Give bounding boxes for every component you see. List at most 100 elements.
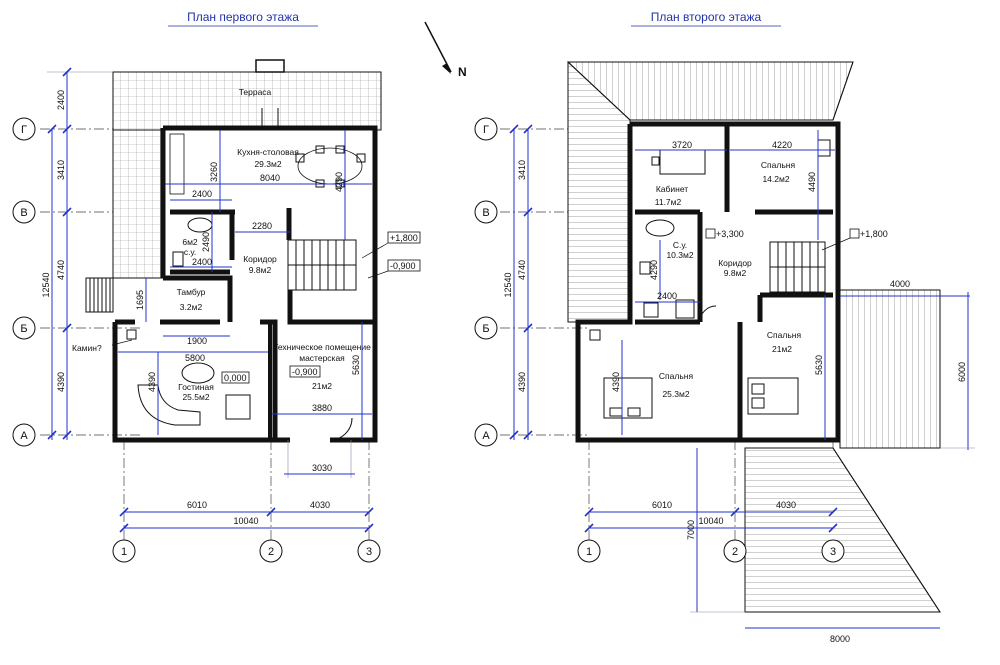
level-mark: 0,000 (221, 371, 250, 384)
corridor2-label: Коридор (718, 258, 752, 268)
svg-text:3880: 3880 (312, 403, 332, 413)
floor2-title: План второго этажа (631, 10, 781, 27)
svg-text:План второго этажа: План второго этажа (651, 10, 762, 24)
axis-marker: Г (12, 117, 36, 141)
vestibule-area: 3.2м2 (180, 302, 203, 312)
svg-text:А: А (482, 430, 490, 442)
svg-text:4740: 4740 (517, 260, 527, 280)
axis-marker: 1 (112, 539, 136, 563)
bedroom2-label: Спальня (767, 330, 802, 340)
axis-marker: А (12, 423, 36, 447)
axis-marker: В (12, 200, 36, 224)
axis-marker: Б (12, 316, 36, 340)
svg-text:Г: Г (483, 124, 489, 136)
svg-text:6000: 6000 (957, 362, 967, 382)
svg-text:3720: 3720 (672, 140, 692, 150)
tech-label: Техническое помещение (273, 342, 371, 352)
bedroom2-area: 21м2 (772, 344, 792, 354)
svg-text:4290: 4290 (649, 260, 659, 280)
living-area: 25.5м2 (182, 392, 209, 402)
svg-text:8000: 8000 (830, 634, 850, 644)
svg-text:12540: 12540 (41, 272, 51, 297)
svg-text:3260: 3260 (209, 162, 219, 182)
svg-text:4030: 4030 (776, 500, 796, 510)
svg-text:0,000: 0,000 (224, 373, 247, 383)
svg-text:6010: 6010 (187, 500, 207, 510)
svg-text:-0,900: -0,900 (292, 367, 318, 377)
svg-text:+3,300: +3,300 (716, 229, 744, 239)
axis-marker: 2 (723, 539, 747, 563)
svg-text:2490: 2490 (201, 232, 211, 252)
bedroom1-area: 14.2м2 (762, 174, 789, 184)
svg-text:7000: 7000 (686, 520, 696, 540)
svg-text:3410: 3410 (517, 160, 527, 180)
level-mark: +1,800 (821, 228, 888, 251)
svg-text:3410: 3410 (56, 160, 66, 180)
svg-text:4390: 4390 (147, 372, 157, 392)
svg-text:В: В (20, 207, 27, 219)
svg-text:1: 1 (586, 546, 592, 558)
svg-text:2400: 2400 (657, 291, 677, 301)
svg-text:Б: Б (482, 323, 489, 335)
svg-text:4290: 4290 (334, 172, 344, 192)
corridor1-label: Коридор (243, 254, 277, 264)
tech-area: 21м2 (312, 381, 332, 391)
svg-text:А: А (20, 430, 28, 442)
floor2-plan: Кабинет 11.7м2 Спальня 14.2м2 С.у. 10.3м… (474, 60, 975, 644)
svg-text:1900: 1900 (187, 336, 207, 346)
svg-text:8040: 8040 (260, 173, 280, 183)
svg-text:2: 2 (732, 546, 738, 558)
svg-text:4220: 4220 (772, 140, 792, 150)
corridor1-area: 9.8м2 (249, 265, 272, 275)
svg-text:5800: 5800 (185, 353, 205, 363)
floor1-title: План первого этажа (168, 10, 318, 27)
bedroom3-area: 25.3м2 (662, 389, 689, 399)
axis-marker: 1 (577, 539, 601, 563)
svg-text:Б: Б (20, 323, 27, 335)
svg-text:4490: 4490 (807, 172, 817, 192)
svg-text:10040: 10040 (698, 516, 723, 526)
svg-text:1695: 1695 (135, 290, 145, 310)
bath1-label: с.у. (184, 247, 196, 257)
svg-text:N: N (458, 65, 467, 79)
bath1-area: 6м2 (182, 237, 198, 247)
level-mark: +1,800 (361, 231, 421, 259)
office-label: Кабинет (656, 184, 688, 194)
floor1-plan: Терраса (12, 59, 421, 563)
corridor2-area: 9.8м2 (724, 268, 747, 278)
svg-text:4390: 4390 (611, 372, 621, 392)
axis-marker: 2 (259, 539, 283, 563)
bath2-area: 10.3м2 (666, 250, 693, 260)
svg-text:6010: 6010 (652, 500, 672, 510)
axis-marker: В (474, 200, 498, 224)
axis-marker: А (474, 423, 498, 447)
svg-text:+1,800: +1,800 (390, 233, 418, 243)
svg-text:3: 3 (830, 546, 836, 558)
axis-marker: Б (474, 316, 498, 340)
svg-text:3030: 3030 (312, 463, 332, 473)
svg-text:12540: 12540 (503, 272, 513, 297)
level-mark: +3,300 (705, 228, 744, 239)
vestibule-label: Тамбур (177, 287, 206, 297)
svg-text:1: 1 (121, 546, 127, 558)
svg-text:+1,800: +1,800 (860, 229, 888, 239)
kitchen-area: 29.3м2 (254, 159, 281, 169)
svg-text:4000: 4000 (890, 279, 910, 289)
svg-text:3: 3 (366, 546, 372, 558)
svg-text:План первого этажа: План первого этажа (187, 10, 299, 24)
office-area: 11.7м2 (655, 197, 682, 207)
kitchen-label: Кухня-столовая (237, 147, 299, 157)
terrace-label: Терраса (239, 87, 272, 97)
fireplace-label: Камин? (72, 343, 102, 353)
svg-text:4030: 4030 (310, 500, 330, 510)
north-arrow-icon: N (424, 21, 467, 79)
axis-marker: Г (474, 117, 498, 141)
svg-text:4390: 4390 (56, 372, 66, 392)
bedroom3-label: Спальня (659, 371, 694, 381)
svg-text:4390: 4390 (517, 372, 527, 392)
axis-marker: 3 (821, 539, 845, 563)
svg-text:2: 2 (268, 546, 274, 558)
svg-text:-0,900: -0,900 (390, 261, 416, 271)
svg-text:5630: 5630 (814, 355, 824, 375)
svg-text:2400: 2400 (192, 189, 212, 199)
